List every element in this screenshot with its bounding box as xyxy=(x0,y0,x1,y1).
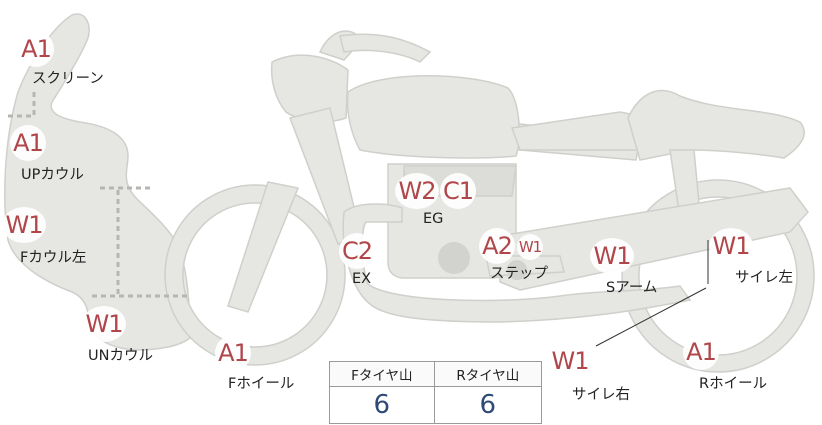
part-label-up-cowl: UPカウル xyxy=(21,167,84,183)
tail-shape xyxy=(627,89,805,161)
part-label-eg: EG xyxy=(423,211,444,227)
part-label-side-cover-right: サイレ右 xyxy=(572,387,630,403)
part-label-side-cover-left: サイレ左 xyxy=(735,270,793,286)
part-label-ex: EX xyxy=(352,271,372,287)
front-tire-header: Fタイヤ山 xyxy=(329,361,435,387)
rear-tire-header: Rタイヤ山 xyxy=(433,361,543,387)
grade-marker-r-wheel: A1 xyxy=(683,334,719,370)
part-label-un-cowl: UNカウル xyxy=(88,348,153,364)
front-wheel-shape xyxy=(164,184,346,366)
grade-marker-up-cowl: A1 xyxy=(10,125,46,161)
grade-marker-un-cowl: W1 xyxy=(82,306,126,342)
grade-marker-eg-2: C1 xyxy=(440,173,476,209)
tire-tread-table: Fタイヤ山 Rタイヤ山 6 6 xyxy=(329,361,543,424)
headlight-shape xyxy=(270,54,349,123)
rear-tire-value: 6 xyxy=(433,386,543,424)
swing-arm-shape xyxy=(499,187,809,291)
fuel-tank-shape xyxy=(346,75,521,159)
part-label-step: ステップ xyxy=(490,266,548,282)
part-label-screen: スクリーン xyxy=(32,71,104,87)
grade-marker-step-2: W1 xyxy=(517,234,543,260)
part-label-f-wheel: Fホイール xyxy=(228,376,295,392)
grade-marker-eg-1: W2 xyxy=(395,173,439,209)
front-tire-value: 6 xyxy=(329,386,435,424)
part-label-f-cowl-left: Fカウル左 xyxy=(20,250,87,266)
grade-marker-side-cover-left: W1 xyxy=(709,228,753,264)
grade-marker-ex: C2 xyxy=(339,233,375,269)
grade-marker-screen: A1 xyxy=(18,31,54,67)
part-label-s-arm: Sアーム xyxy=(606,280,658,296)
grade-marker-f-wheel: A1 xyxy=(215,335,251,371)
grade-marker-s-arm: W1 xyxy=(590,238,634,274)
grade-marker-step-1: A2 xyxy=(479,228,515,264)
grade-marker-f-cowl-left: W1 xyxy=(2,207,46,243)
part-label-r-wheel: Rホイール xyxy=(699,376,768,392)
grade-marker-side-cover-right: W1 xyxy=(548,343,592,379)
front-fork-shape xyxy=(227,181,300,313)
